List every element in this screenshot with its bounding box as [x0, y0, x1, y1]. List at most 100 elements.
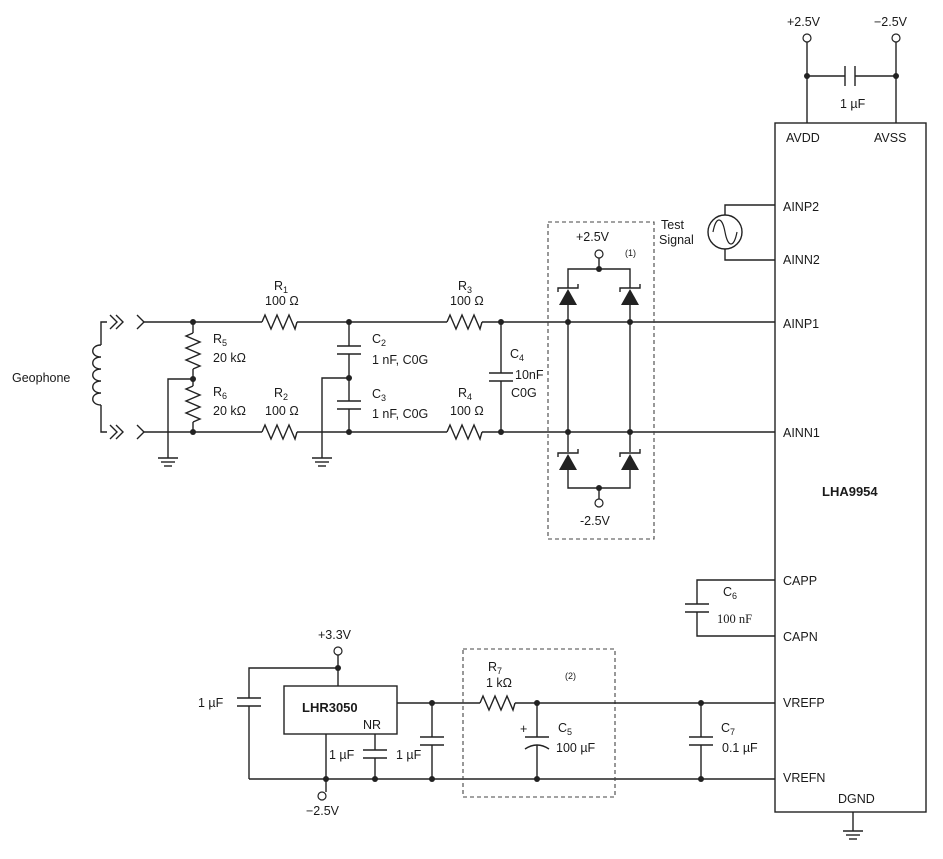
diode-d1 — [557, 284, 579, 305]
r7-sub: 7 — [497, 666, 502, 676]
lha9954-ic: LHA9954 AVDD AVSS AINP2 AINN2 AINP1 AINN… — [774, 122, 927, 813]
pin-vrefn: VREFN — [783, 771, 825, 785]
svg-text:C6: C6 — [723, 585, 737, 601]
c6-sub: 6 — [732, 591, 737, 601]
r2-sub: 2 — [283, 392, 288, 402]
ic-name: LHA9954 — [822, 484, 878, 499]
svg-text:C4: C4 — [510, 347, 524, 363]
test-signal-source: Test Signal — [659, 204, 775, 261]
capacitor-c7: C7 0.1 µF — [689, 700, 758, 782]
capacitor-c2: C2 1 nF, C0G — [337, 319, 428, 378]
clamp-neg-terminal — [594, 498, 604, 508]
svg-text:R6: R6 — [213, 385, 227, 401]
pin-ainp1: AINP1 — [783, 317, 819, 331]
c7-ref: C — [721, 721, 730, 735]
r7-ref: R — [488, 660, 497, 674]
c3-sub: 3 — [381, 393, 386, 403]
resistor-r1: R1 100 Ω — [261, 279, 299, 332]
resistor-r7: R7 1 kΩ — [479, 660, 516, 713]
svg-text:R3: R3 — [458, 279, 472, 295]
clamp-pos-label: +2.5V — [576, 230, 610, 244]
pin-dgnd: DGND — [838, 792, 875, 806]
clamp-pos-terminal — [594, 249, 604, 259]
r3-value: 100 Ω — [450, 294, 484, 308]
pin-ainp2: AINP2 — [783, 200, 819, 214]
r3-sub: 3 — [467, 285, 472, 295]
note-2-label: (2) — [565, 671, 576, 681]
svg-text:C2: C2 — [372, 332, 386, 348]
c4-sub: 4 — [519, 353, 524, 363]
reference-filter-block: (2) — [462, 648, 616, 798]
r1-value: 100 Ω — [265, 294, 299, 308]
neg-2v5-label: −2.5V — [874, 15, 908, 29]
r6-ref: R — [213, 385, 222, 399]
reg-neg-label: −2.5V — [306, 804, 340, 818]
c5-ref: C — [558, 721, 567, 735]
neg-2v5-terminal — [891, 33, 901, 43]
r6-value: 20 kΩ — [213, 404, 246, 418]
capacitor-reg-input: 1 µF — [198, 696, 261, 779]
protection-diodes-block: (1) +2.5V -2.5V — [547, 221, 655, 540]
r4-ref: R — [458, 386, 467, 400]
svg-text:R7: R7 — [488, 660, 502, 676]
r6-sub: 6 — [222, 391, 227, 401]
r3-ref: R — [458, 279, 467, 293]
pin-ainn2: AINN2 — [783, 253, 820, 267]
c4-ref: C — [510, 347, 519, 361]
svg-text:C3: C3 — [372, 387, 386, 403]
ground-symbol-dgnd — [843, 830, 863, 840]
clamp-neg-label: -2.5V — [580, 514, 611, 528]
capacitor-c3: C3 1 nF, C0G — [337, 375, 428, 435]
geophone-label: Geophone — [12, 371, 70, 385]
reg-neg-terminal — [317, 791, 327, 801]
test-signal-label-2: Signal — [659, 233, 694, 247]
c6-ref: C — [723, 585, 732, 599]
pos-3v3-terminal — [333, 646, 343, 656]
c-supply-value: 1 µF — [840, 97, 866, 111]
c6-value: 100 nF — [717, 612, 752, 626]
r2-ref: R — [274, 386, 283, 400]
resistor-r2: R2 100 Ω — [261, 386, 299, 442]
capacitor-c4: C4 10nF C0G — [489, 319, 544, 435]
pos-3v3-label: +3.3V — [318, 628, 352, 642]
svg-text:C7: C7 — [721, 721, 735, 737]
r1-ref: R — [274, 279, 283, 293]
resistor-r5: R5 20 kΩ — [184, 319, 246, 379]
c7-value: 0.1 µF — [722, 741, 758, 755]
svg-text:R4: R4 — [458, 386, 472, 402]
pin-capp: CAPP — [783, 574, 817, 588]
svg-text:R5: R5 — [213, 332, 227, 348]
regulator-nr-label: NR — [363, 718, 381, 732]
svg-text:R2: R2 — [274, 386, 288, 402]
r1-sub: 1 — [283, 285, 288, 295]
svg-text:R1: R1 — [274, 279, 288, 295]
pos-2v5-terminal — [802, 33, 812, 43]
c3-value: 1 nF, C0G — [372, 407, 428, 421]
diode-d2 — [619, 284, 641, 305]
c-reg-in-value: 1 µF — [198, 696, 224, 710]
ground-symbol-filter — [312, 457, 332, 467]
r4-sub: 4 — [467, 392, 472, 402]
r4-value: 100 Ω — [450, 404, 484, 418]
c5-sub: 5 — [567, 727, 572, 737]
r5-ref: R — [213, 332, 222, 346]
capacitor-nr: 1 µF — [329, 734, 387, 782]
capacitor-c5: + C5 100 µF — [520, 700, 596, 782]
pin-ainn1: AINN1 — [783, 426, 820, 440]
svg-text:C5: C5 — [558, 721, 572, 737]
c4-value: 10nF — [515, 368, 544, 382]
resistor-r3: R3 100 Ω — [446, 279, 484, 332]
c2-ref: C — [372, 332, 381, 346]
c2-value: 1 nF, C0G — [372, 353, 428, 367]
c3-ref: C — [372, 387, 381, 401]
pin-avss: AVSS — [874, 131, 906, 145]
c5-polarity: + — [520, 722, 527, 736]
geophone-sensor: Geophone — [12, 314, 145, 440]
ground-symbol-input — [158, 457, 178, 467]
test-signal-label-1: Test — [661, 218, 684, 232]
r2-value: 100 Ω — [265, 404, 299, 418]
pin-vrefp: VREFP — [783, 696, 825, 710]
capacitor-reg-output: 1 µF — [396, 700, 444, 782]
regulator-name: LHR3050 — [302, 700, 358, 715]
